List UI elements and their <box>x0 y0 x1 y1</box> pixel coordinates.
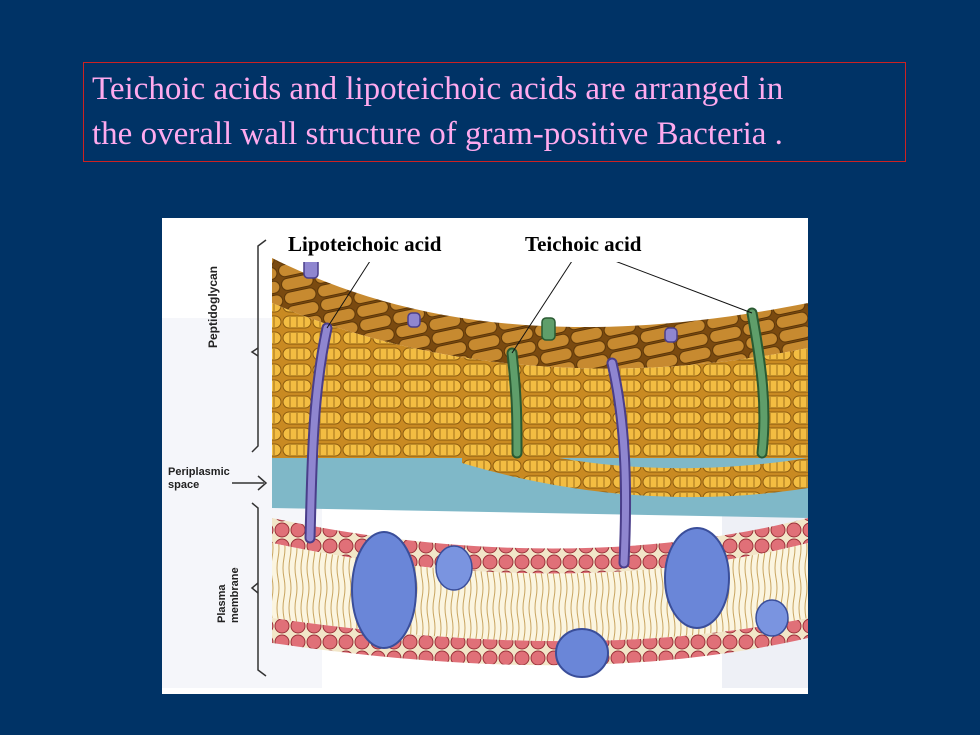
label-plasma-membrane: Plasma membrane <box>216 567 242 623</box>
label-peptidoglycan-text: Peptidoglycan <box>206 265 220 348</box>
title-line-2: the overall wall structure of gram-posit… <box>92 116 783 152</box>
label-backing-lipoteichoic <box>280 228 500 262</box>
cell-wall-illustration <box>162 218 808 694</box>
label-lipoteichoic-acid: Lipoteichoic acid <box>288 232 442 256</box>
label-periplasmic-line-2: space <box>168 479 200 491</box>
label-plasma-line-1: Plasma <box>216 584 228 623</box>
label-periplasmic-space: Periplasmic space <box>168 466 230 492</box>
cell-wall-diagram: Lipoteichoic acid Teichoic acid Peptidog… <box>162 218 808 694</box>
title-line-1: Teichoic acids and lipoteichoic acids ar… <box>92 71 784 107</box>
label-peptidoglycan: Peptidoglycan <box>206 266 220 348</box>
title-box: Teichoic acids and lipoteichoic acids ar… <box>83 62 906 162</box>
label-plasma-line-2: membrane <box>229 567 241 623</box>
label-periplasmic-line-1: Periplasmic <box>168 466 230 478</box>
label-teichoic-acid: Teichoic acid <box>525 232 642 256</box>
label-backing-teichoic <box>518 228 678 262</box>
